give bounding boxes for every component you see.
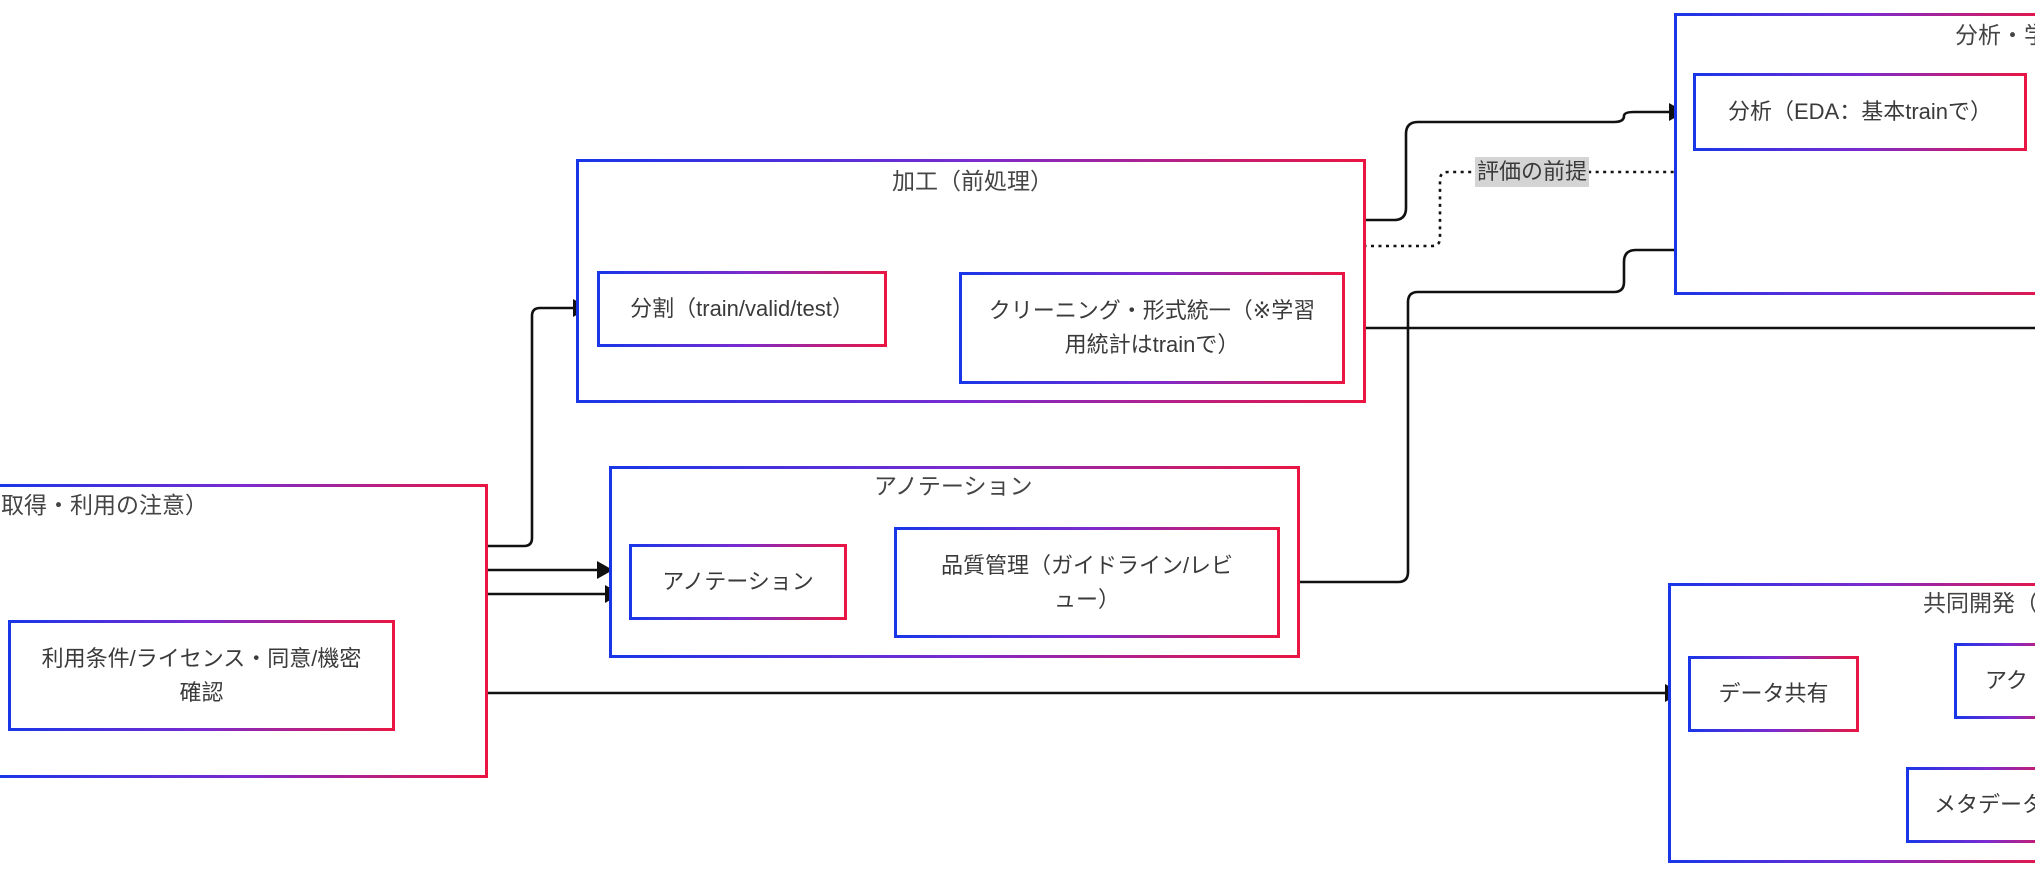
node-license-check-label: 利用条件/ライセンス・同意/機密確認 [41,645,362,705]
group-title-preprocess: 加工（前処理） [892,168,1053,194]
node-data-share-label: データ共有 [1718,681,1829,706]
node-access[interactable]: アク [1954,643,2035,719]
group-title-annotation: アノテーション [874,473,1033,499]
edge-quality-out [1279,248,2035,584]
node-cleaning-label: クリーニング・形式統一（※学習用統計はtrainで） [988,298,1316,357]
node-split-label: 分割（train/valid/test） [630,296,854,321]
node-metadata-label: メタデータ [1934,792,2035,817]
node-eda[interactable]: 分析（EDA：基本trainで） [1693,73,2027,151]
node-data-share[interactable]: データ共有 [1688,656,1859,732]
node-access-label: アク [1985,668,2028,693]
node-annotation[interactable]: アノテーション [629,544,847,620]
node-quality-label: 品質管理（ガイドライン/レビュー） [940,552,1234,612]
node-cleaning[interactable]: クリーニング・形式統一（※学習用統計はtrainで） [959,272,1345,384]
node-split[interactable]: 分割（train/valid/test） [597,271,887,347]
group-title-acquisition: 取得・利用の注意） [1,492,208,518]
group-title-collaboration: 共同開発（ [1923,590,2035,616]
group-analysis: 分析・学 [1674,13,2035,295]
node-quality[interactable]: 品質管理（ガイドライン/レビュー） [894,527,1280,638]
edge-label-evaluation-premise: 評価の前提 [1475,157,1590,187]
node-license-check[interactable]: 利用条件/ライセンス・同意/機密確認 [8,620,395,731]
node-annotation-label: アノテーション [662,569,814,594]
group-title-analysis: 分析・学 [1955,22,2035,48]
node-metadata[interactable]: メタデータ [1906,767,2035,843]
node-eda-label: 分析（EDA：基本trainで） [1727,99,1993,124]
